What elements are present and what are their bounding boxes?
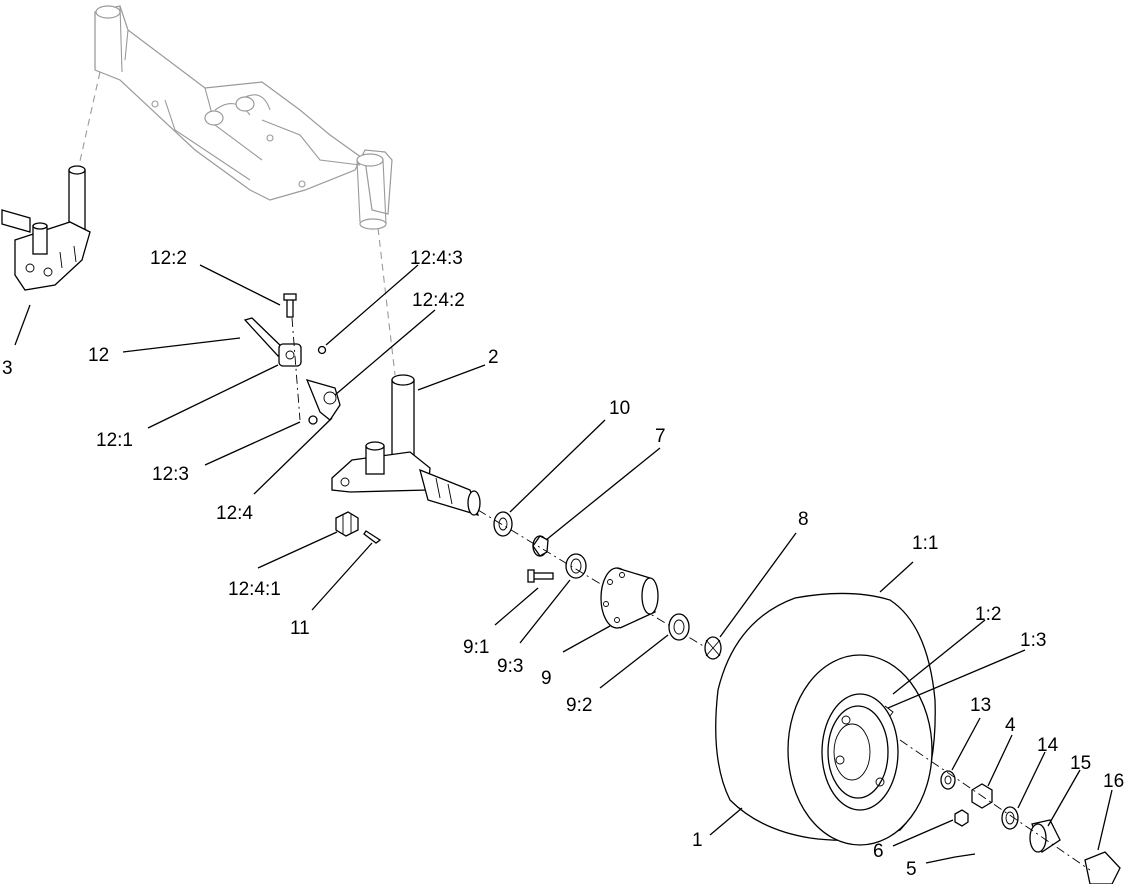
- cap-15: [1029, 819, 1061, 854]
- callout-13: 13: [970, 695, 991, 716]
- dust-cap-16: [1084, 851, 1121, 884]
- leader-lines: [14, 264, 1113, 864]
- callout-12-4-3: 12:4:3: [410, 248, 463, 269]
- castle-nut: [335, 511, 359, 537]
- callout-10: 10: [609, 398, 630, 419]
- callout-11: 11: [290, 618, 310, 639]
- callout-16: 16: [1103, 771, 1124, 792]
- wheel-hub: [600, 567, 659, 629]
- callout-1-2: 1:2: [975, 604, 1001, 625]
- callout-12-3: 12:3: [152, 464, 189, 485]
- nut-6: [954, 809, 969, 827]
- callout-14: 14: [1037, 735, 1059, 756]
- centerline-right: [377, 227, 396, 376]
- callout-15: 15: [1070, 753, 1091, 774]
- callout-2: 2: [488, 347, 499, 368]
- seal-10: [493, 511, 513, 537]
- bearing-14: [1001, 806, 1019, 830]
- wheel-axis: [899, 739, 1091, 871]
- cotter-pin: [363, 530, 382, 544]
- tie-rod-assembly: [243, 293, 341, 425]
- callout-3: 3: [2, 358, 13, 379]
- callout-1: 1: [692, 830, 703, 851]
- callout-9: 9: [541, 668, 552, 689]
- callout-6: 6: [873, 841, 884, 862]
- axle-frame-phantom: [94, 5, 393, 230]
- callout-7: 7: [655, 426, 666, 447]
- wheel-tire: [715, 592, 936, 846]
- callout-5: 5: [906, 859, 917, 880]
- washer-13: [940, 770, 956, 790]
- bearing-7: [532, 535, 549, 557]
- callout-9-3: 9:3: [497, 656, 523, 677]
- callout-9-2: 9:2: [566, 695, 592, 716]
- callout-1-1: 1:1: [912, 533, 938, 554]
- callout-12: 12: [88, 345, 109, 366]
- cotter-pin-5: [954, 853, 976, 858]
- callout-labels: 12:2 12:4:3 12:4:2 12 3 2 12:1 12:3 12:4…: [2, 248, 1124, 880]
- callout-12-1: 12:1: [96, 430, 133, 451]
- cup-9-3: [565, 553, 587, 579]
- callout-1-3: 1:3: [1020, 630, 1046, 651]
- callout-4: 4: [1005, 715, 1016, 736]
- left-spindle: [1, 165, 91, 291]
- callout-12-4-2: 12:4:2: [412, 290, 465, 311]
- wheel-stud: [527, 569, 554, 583]
- callout-12-4-1: 12:4:1: [228, 579, 281, 600]
- callout-12-4: 12:4: [216, 503, 253, 524]
- callout-9-1: 9:1: [463, 637, 489, 658]
- callout-12-2: 12:2: [150, 248, 187, 269]
- bearing-8: [704, 636, 722, 660]
- right-spindle: [331, 374, 481, 516]
- centerline-left: [77, 71, 101, 171]
- cup-9-2: [668, 613, 690, 641]
- callout-8: 8: [798, 509, 809, 530]
